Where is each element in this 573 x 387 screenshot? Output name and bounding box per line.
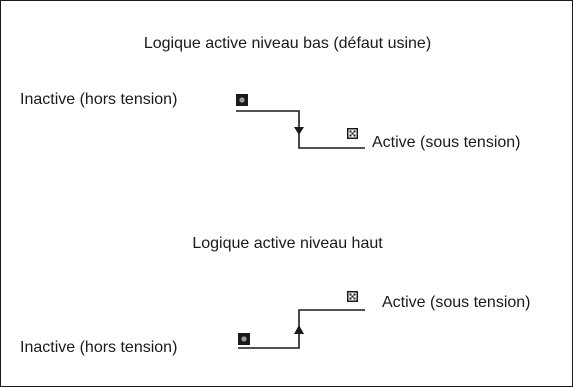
low-logic-active-label: Active (sous tension) xyxy=(372,134,521,151)
led-on-icon xyxy=(347,291,358,302)
low-logic-signal xyxy=(236,94,365,149)
up-arrow-icon xyxy=(294,325,304,334)
low-logic-inactive-label: Inactive (hors tension) xyxy=(20,91,178,108)
rising-edge-waveform xyxy=(238,309,365,349)
led-off-icon xyxy=(236,94,248,106)
low-logic-title: Logique active niveau bas (défaut usine) xyxy=(143,35,432,52)
led-on-icon xyxy=(347,128,358,139)
high-logic-title: Logique active niveau haut xyxy=(192,235,383,252)
high-logic-signal xyxy=(238,291,365,349)
high-logic-inactive-label: Inactive (hors tension) xyxy=(20,339,178,356)
high-logic-active-label: Active (sous tension) xyxy=(382,294,531,311)
down-arrow-icon xyxy=(294,127,304,135)
led-off-icon xyxy=(238,333,250,345)
